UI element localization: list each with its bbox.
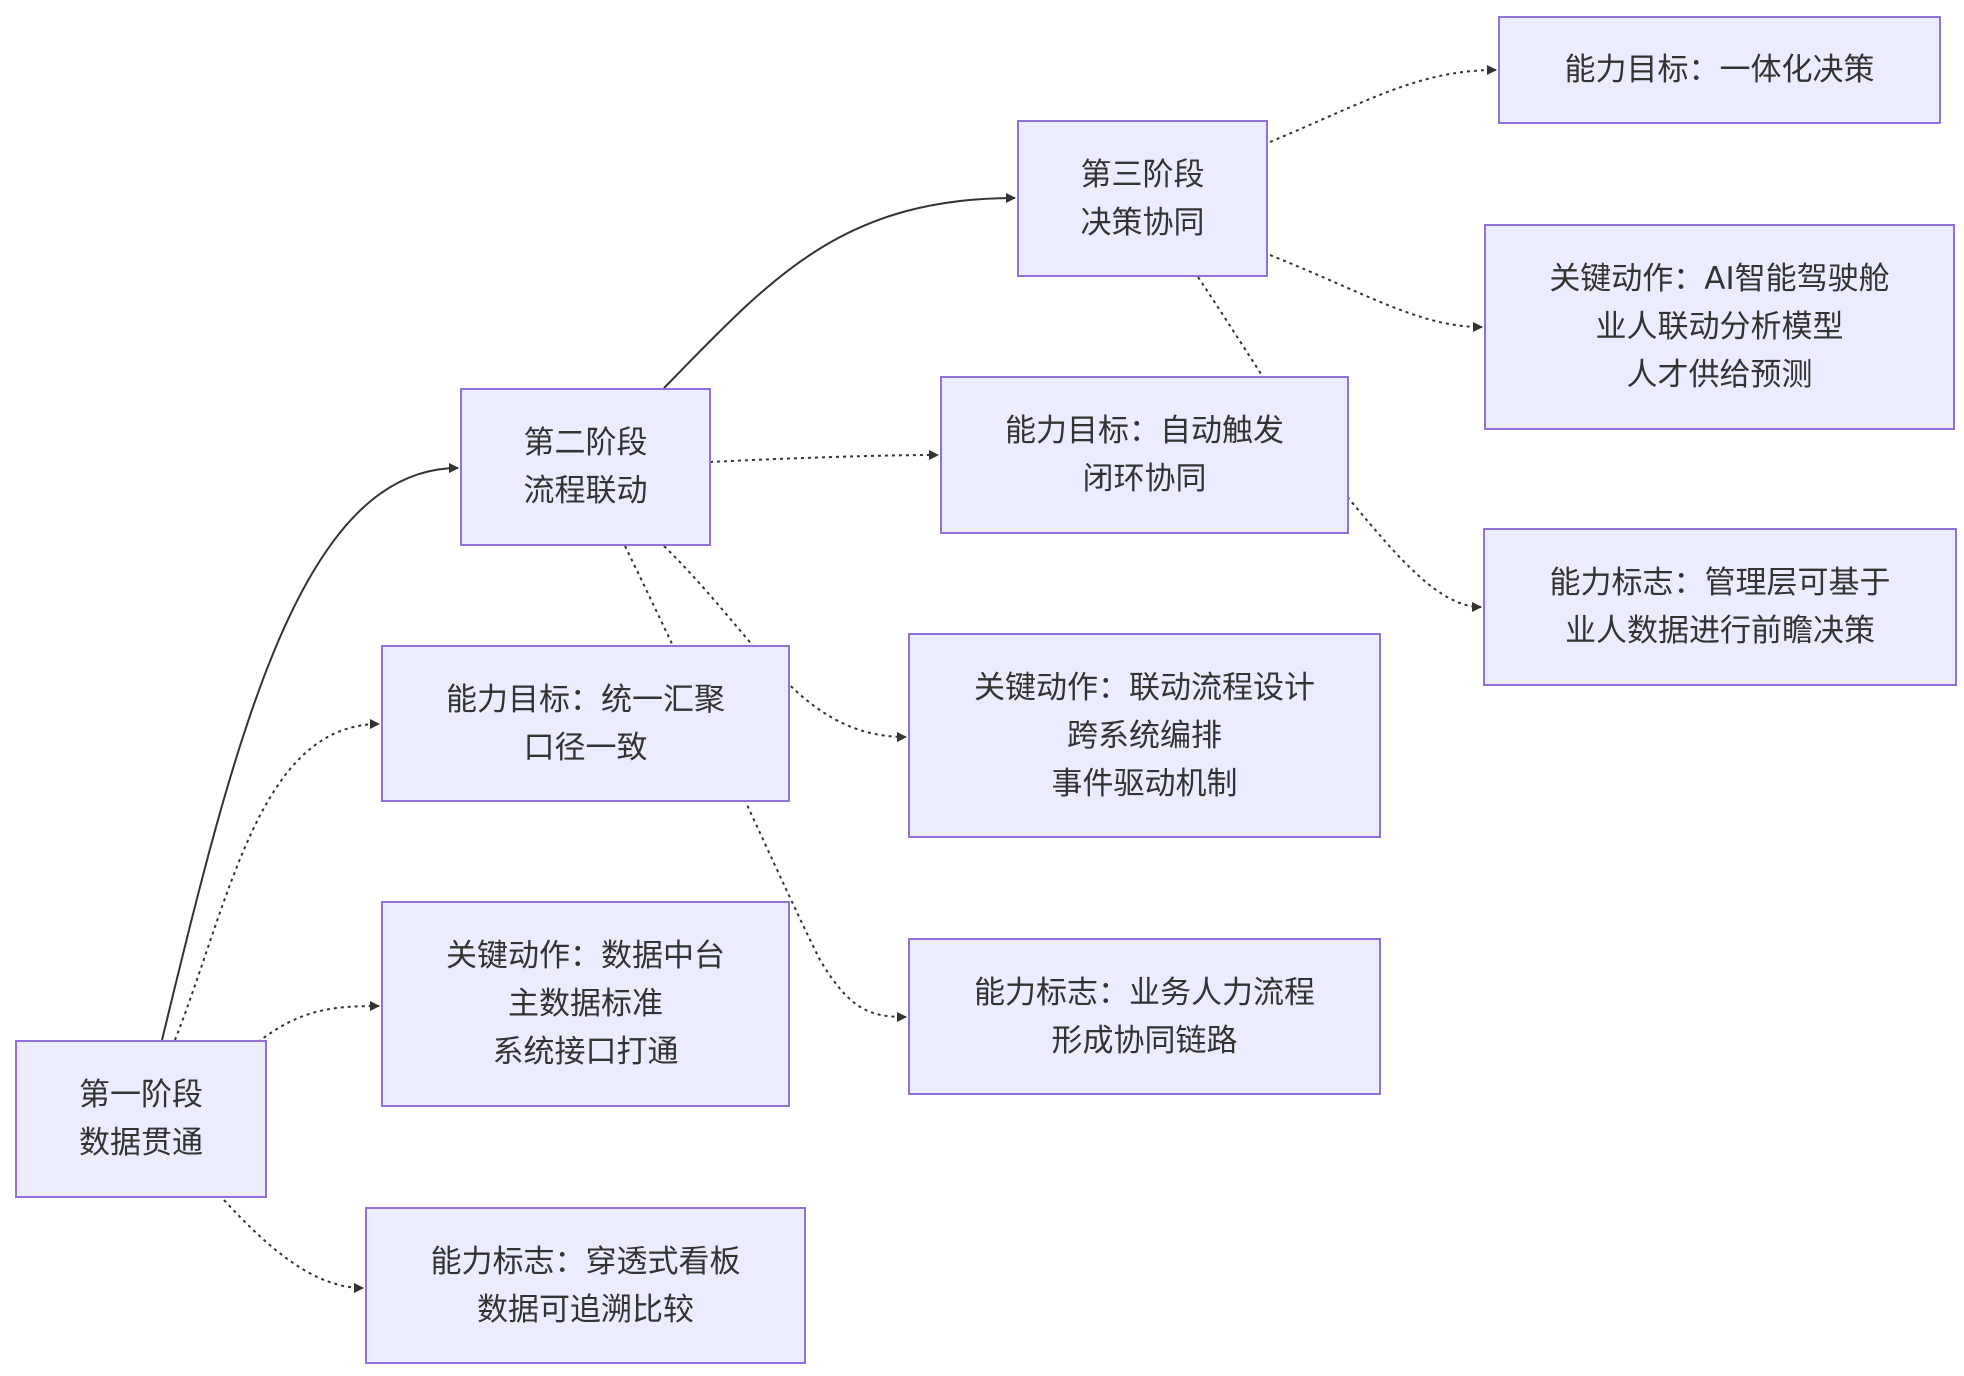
node-stage-2-line-1: 第二阶段	[523, 425, 648, 461]
node-stage-2: 第二阶段 流程联动	[460, 388, 711, 546]
node-stage-3: 第三阶段 决策协同	[1017, 120, 1268, 277]
edge-s2-s3	[663, 193, 1016, 389]
node-stage-1: 第一阶段 数据贯通	[15, 1040, 267, 1198]
node-stage-3-line-2: 决策协同	[1080, 204, 1205, 241]
node-action-2: 关键动作：联动流程设计 跨系统编排 事件驱动机制	[908, 633, 1381, 838]
edge-s1-a1	[257, 1001, 380, 1043]
edge-s1-g1	[174, 719, 380, 1041]
edge-s1-s2	[161, 463, 459, 1041]
edge-s2-m2	[624, 545, 907, 1022]
node-milestone-2-line-2: 形成协同链路	[1051, 1022, 1238, 1059]
node-goal-1: 能力目标：统一汇聚 口径一致	[381, 645, 790, 802]
node-action-3-line-3: 人才供给预测	[1626, 357, 1813, 393]
node-action-2-line-2: 跨系统编排	[1067, 717, 1222, 754]
node-milestone-3-line-2: 业人数据进行前瞻决策	[1565, 613, 1875, 649]
node-stage-3-line-1: 第三阶段	[1080, 156, 1205, 193]
node-action-3-line-2: 业人联动分析模型	[1595, 309, 1844, 345]
edge-s3-g3	[1269, 65, 1497, 143]
node-goal-2: 能力目标：自动触发 闭环协同	[940, 376, 1349, 534]
node-stage-2-line-2: 流程联动	[523, 473, 648, 509]
node-stage-1-line-2: 数据贯通	[79, 1125, 203, 1161]
node-action-1-line-3: 系统接口打通	[492, 1034, 679, 1070]
node-goal-2-line-2: 闭环协同	[1082, 461, 1207, 497]
node-stage-1-line-1: 第一阶段	[79, 1077, 203, 1113]
node-milestone-1: 能力标志：穿透式看板 数据可追溯比较	[365, 1207, 806, 1364]
node-milestone-1-line-1: 能力标志：穿透式看板	[430, 1243, 741, 1280]
node-action-1: 关键动作：数据中台 主数据标准 系统接口打通	[381, 901, 790, 1107]
node-milestone-3-line-1: 能力标志：管理层可基于	[1549, 565, 1891, 601]
node-goal-2-line-1: 能力目标：自动触发	[1005, 413, 1284, 449]
node-goal-3-line-1: 能力目标：一体化决策	[1564, 52, 1875, 88]
node-milestone-1-line-2: 数据可追溯比较	[477, 1291, 694, 1328]
node-milestone-2: 能力标志：业务人力流程 形成协同链路	[908, 938, 1381, 1095]
node-action-3-line-1: 关键动作：AI智能驾驶舱	[1549, 261, 1890, 297]
node-action-3: 关键动作：AI智能驾驶舱 业人联动分析模型 人才供给预测	[1484, 224, 1955, 430]
node-action-1-line-1: 关键动作：数据中台	[446, 938, 725, 974]
node-action-2-line-3: 事件驱动机制	[1051, 765, 1238, 802]
node-goal-3: 能力目标：一体化决策	[1498, 16, 1941, 124]
node-action-1-line-2: 主数据标准	[508, 986, 663, 1022]
edge-s3-a3	[1269, 254, 1483, 332]
edge-s1-m1	[223, 1199, 364, 1293]
node-goal-1-line-2: 口径一致	[523, 729, 648, 766]
edge-s2-g2	[709, 450, 939, 463]
node-action-2-line-1: 关键动作：联动流程设计	[974, 669, 1315, 706]
node-milestone-2-line-1: 能力标志：业务人力流程	[974, 974, 1315, 1011]
node-goal-1-line-1: 能力目标：统一汇聚	[446, 681, 725, 718]
node-milestone-3: 能力标志：管理层可基于 业人数据进行前瞻决策	[1483, 528, 1957, 686]
